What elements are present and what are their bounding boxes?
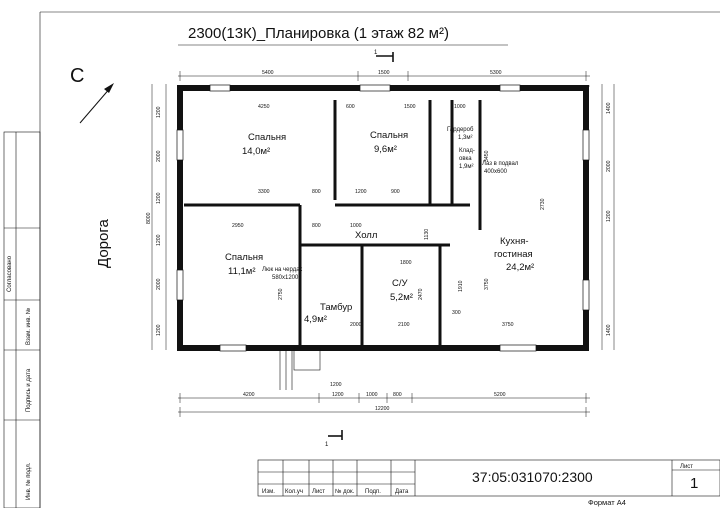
svg-text:1400: 1400 (606, 102, 612, 114)
paper-format: Формат А4 (588, 498, 626, 507)
svg-text:800: 800 (393, 392, 402, 398)
interior-walls (184, 100, 482, 345)
svg-text:1910: 1910 (458, 280, 464, 292)
north-arrow-icon (79, 83, 114, 124)
inner-dimensions: 4250 600 1500 1000 3300 1200 900 800 295… (232, 104, 546, 328)
svg-text:3450: 3450 (484, 150, 490, 162)
svg-text:2730: 2730 (540, 198, 546, 210)
room-bedroom3-name: Спальня (225, 252, 263, 263)
room-bedroom2-area: 9,6м² (374, 144, 397, 155)
svg-text:5400: 5400 (262, 70, 274, 76)
svg-text:1200: 1200 (606, 210, 612, 222)
svg-text:2950: 2950 (232, 223, 244, 229)
svg-text:1200: 1200 (156, 234, 162, 246)
svg-text:1200: 1200 (330, 382, 342, 388)
plan-title: 2300(13К)_Планировка (1 этаж 82 м²) (188, 25, 449, 42)
sheet-number: 1 (690, 475, 698, 492)
svg-text:1500: 1500 (378, 70, 390, 76)
sheet-label: Лист (680, 464, 693, 470)
room-kitchen-name-1: Кухня- (500, 236, 529, 247)
svg-text:3300: 3300 (258, 189, 270, 195)
side-field-replace: Взам. инв. № (25, 308, 32, 345)
svg-text:900: 900 (391, 189, 400, 195)
svg-text:2470: 2470 (418, 288, 424, 300)
svg-text:2100: 2100 (398, 322, 410, 328)
svg-text:2000: 2000 (156, 150, 162, 162)
svg-text:1200: 1200 (156, 106, 162, 118)
svg-text:1800: 1800 (400, 260, 412, 266)
svg-text:800: 800 (312, 223, 321, 229)
top-dimension-chain: 5400 1500 5300 (178, 70, 590, 87)
stamp-col-list: Лист (312, 489, 325, 495)
room-bedroom3-area: 11,1м² (228, 266, 255, 277)
entrance-porch (279, 347, 321, 390)
svg-text:2750: 2750 (278, 288, 284, 300)
svg-text:3750: 3750 (502, 322, 514, 328)
doc-code: 37:05:031070:2300 (472, 469, 593, 485)
svg-text:1000: 1000 (350, 223, 362, 229)
svg-text:5300: 5300 (490, 70, 502, 76)
svg-text:1500: 1500 (404, 104, 416, 110)
section-mark-top: 1 (374, 50, 378, 56)
room-pantry-name-2: овка (459, 156, 472, 162)
road-label: Дорога (95, 219, 112, 268)
stamp-col-date: Дата (395, 489, 409, 495)
north-letter: С (70, 65, 84, 87)
room-hall-name: Холл (355, 230, 377, 241)
right-dimension-chain: 1400 2000 1200 1400 (601, 84, 615, 350)
room-pantry-area: 1,9м² (459, 164, 473, 170)
side-field-sign: Подпись и дата (26, 368, 32, 412)
svg-text:1200: 1200 (156, 324, 162, 336)
svg-text:600: 600 (346, 104, 355, 110)
svg-text:300: 300 (452, 310, 461, 316)
room-wardrobe-area: 1,3м² (458, 135, 472, 141)
svg-text:1200: 1200 (355, 189, 367, 195)
title-block: Изм. Кол.уч Лист № док. Подп. Дата 37:05… (257, 459, 720, 507)
svg-text:1000: 1000 (366, 392, 378, 398)
room-pantry-name-1: Клад- (459, 148, 475, 154)
svg-text:2000: 2000 (156, 278, 162, 290)
total-width: 12200 (375, 406, 390, 412)
windows (176, 84, 590, 352)
room-vestibule-area: 4,9м² (304, 314, 327, 325)
room-bedroom2-name: Спальня (370, 130, 408, 141)
svg-text:2000: 2000 (350, 322, 362, 328)
side-stamp: Инв. № подл. Подпись и дата Взам. инв. №… (3, 131, 41, 508)
svg-text:1000: 1000 (454, 104, 466, 110)
bottom-dimension-chain: 4200 1200 1000 800 5200 12200 1200 (178, 382, 590, 417)
basement-hatch-size: 400х600 (484, 169, 508, 175)
room-bathroom-area: 5,2м² (390, 292, 413, 303)
stamp-col-izm: Изм. (262, 489, 275, 495)
attic-hatch-size: 580х1200 (272, 275, 299, 281)
room-vestibule-name: Тамбур (320, 302, 352, 313)
svg-text:1130: 1130 (424, 229, 430, 240)
room-bedroom1-name: Спальня (248, 132, 286, 143)
room-kitchen-name-2: гостиная (494, 249, 533, 260)
svg-text:2000: 2000 (606, 160, 612, 172)
svg-text:1200: 1200 (332, 392, 344, 398)
basement-hatch-note: Лаз в подвал (482, 161, 519, 167)
side-field-agreed: Согласовано (7, 255, 13, 292)
svg-text:8000: 8000 (146, 212, 152, 224)
svg-text:5200: 5200 (494, 392, 506, 398)
room-bedroom1-area: 14,0м² (242, 146, 270, 157)
svg-text:1200: 1200 (156, 192, 162, 204)
left-dimension-chain: 1200 2000 1200 8000 1200 2000 1200 (146, 84, 167, 350)
svg-text:4200: 4200 (243, 392, 255, 398)
stamp-col-doc: № док. (335, 488, 355, 495)
room-kitchen-area: 24,2м² (506, 262, 534, 273)
room-bathroom-name: С/У (392, 278, 409, 289)
svg-text:1400: 1400 (606, 324, 612, 336)
room-wardrobe-name: Гардероб (447, 127, 474, 133)
stamp-col-kol: Кол.уч (285, 489, 303, 495)
svg-text:3750: 3750 (484, 278, 490, 290)
exterior-wall (177, 85, 589, 351)
stamp-col-podp: Подп. (365, 489, 381, 495)
side-field-inv: Инв. № подл. (25, 462, 32, 500)
svg-text:4250: 4250 (258, 104, 270, 110)
attic-hatch-note: Люк на чердак (262, 267, 303, 273)
section-mark-bottom: 1 (325, 442, 329, 448)
svg-text:800: 800 (312, 189, 321, 195)
